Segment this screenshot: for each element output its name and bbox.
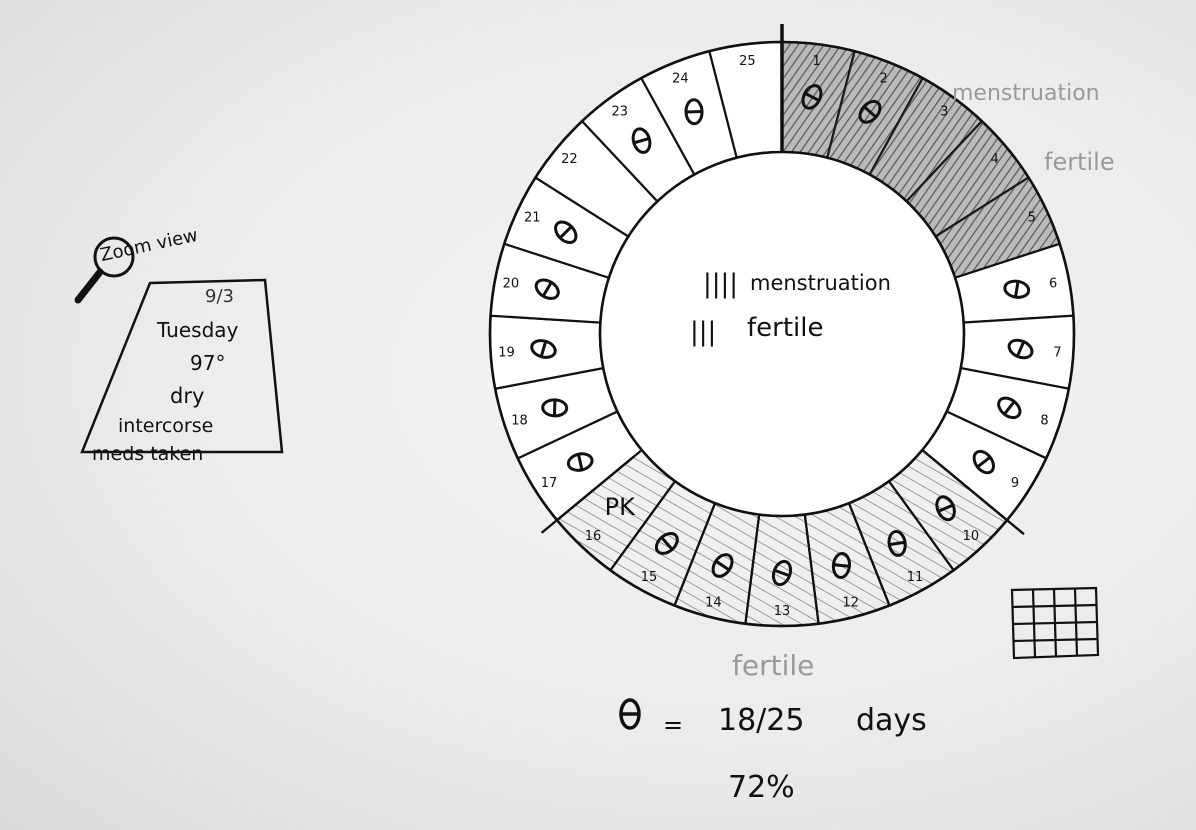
legend-mark-menstruation: |||| <box>703 269 738 299</box>
summary-unit: days <box>856 703 927 738</box>
day-number: 3 <box>940 105 948 120</box>
day-number: 1 <box>812 54 820 69</box>
pill-icon <box>619 698 641 730</box>
pill-marker-icon <box>771 559 793 587</box>
day-number: 24 <box>672 71 689 86</box>
pill-marker-icon <box>997 396 1022 420</box>
pill-marker-icon <box>972 449 995 475</box>
zoom-view-label: Zoom view <box>98 225 199 266</box>
day-number: 4 <box>991 152 999 167</box>
pill-marker-icon <box>566 452 594 472</box>
outside-label-fertile-right: fertile <box>1044 148 1115 176</box>
pill-marker-icon <box>831 552 851 579</box>
calendar-grid-icon[interactable] <box>1010 586 1100 660</box>
summary-equals: = <box>663 711 683 739</box>
pill-marker-icon <box>935 495 956 522</box>
day-number: 22 <box>561 152 578 167</box>
pill-marker-icon <box>1007 338 1034 360</box>
magnifier-icon[interactable] <box>74 236 135 304</box>
outside-label-menstruation: menstruation <box>952 81 1100 106</box>
pill-marker-icon <box>530 339 557 359</box>
pill-marker-icon <box>887 530 907 557</box>
pill-summary: = 18/25 days 72% <box>619 698 927 805</box>
zoom-view[interactable]: Zoom view 9/3 Tuesday 97° dry intercorse… <box>74 225 284 465</box>
cycle-wheel[interactable]: 12345678910111213141516PK171819202122232… <box>488 24 1076 628</box>
window-boundary-line <box>929 455 1025 536</box>
legend-text-fertile: fertile <box>747 313 823 343</box>
pill-marker-icon <box>554 220 578 244</box>
day-number: 10 <box>963 529 980 544</box>
pill-marker-icon <box>631 127 652 154</box>
center-legend: |||| menstruation ||| fertile <box>690 269 891 347</box>
day-number: 11 <box>907 570 924 585</box>
day-number: 6 <box>1049 276 1057 291</box>
summary-percent: 72% <box>728 770 795 805</box>
pill-marker-icon <box>654 532 679 555</box>
day-number: 23 <box>611 105 628 120</box>
day-number: 19 <box>498 345 515 360</box>
day-number: 16 <box>585 529 602 544</box>
zoom-line-meds: meds taken <box>92 443 203 465</box>
day-number: 14 <box>705 595 722 610</box>
zoom-day: Tuesday <box>156 318 239 342</box>
day-special-label: PK <box>605 493 636 521</box>
day-number: 13 <box>774 604 791 619</box>
summary-ratio: 18/25 <box>718 703 804 738</box>
day-number: 5 <box>1028 210 1036 225</box>
pill-marker-icon <box>541 398 569 418</box>
window-boundary-line <box>540 455 635 534</box>
day-number: 2 <box>879 71 887 86</box>
zoom-temperature: 97° <box>190 351 225 375</box>
pill-marker-icon <box>684 98 704 126</box>
pill-marker-icon <box>1003 279 1031 299</box>
day-number: 17 <box>541 476 558 491</box>
day-number: 25 <box>739 54 756 69</box>
pill-marker-icon <box>801 84 823 110</box>
zoom-panel <box>80 278 284 454</box>
pill-marker-icon <box>858 99 882 124</box>
zoom-line-intercourse: intercorse <box>118 415 213 437</box>
day-number: 20 <box>503 276 520 291</box>
day-number: 15 <box>641 570 658 585</box>
day-number: 21 <box>524 210 541 225</box>
day-number: 18 <box>511 413 528 428</box>
menstruation-shade <box>827 51 923 175</box>
day-number: 7 <box>1053 345 1061 360</box>
menstruation-shade <box>906 121 1029 237</box>
zoom-date: 9/3 <box>205 286 234 307</box>
pill-marker-icon <box>534 278 560 300</box>
zoom-line-dry: dry <box>170 384 204 408</box>
day-number: 9 <box>1011 476 1019 491</box>
legend-mark-fertile: ||| <box>690 317 716 347</box>
day-number: 8 <box>1040 413 1048 428</box>
outside-label-fertile-bottom: fertile <box>732 649 814 682</box>
pill-marker-icon <box>711 553 734 578</box>
menstruation-shade <box>869 78 982 202</box>
legend-text-menstruation: menstruation <box>750 271 891 295</box>
day-number: 12 <box>842 595 859 610</box>
